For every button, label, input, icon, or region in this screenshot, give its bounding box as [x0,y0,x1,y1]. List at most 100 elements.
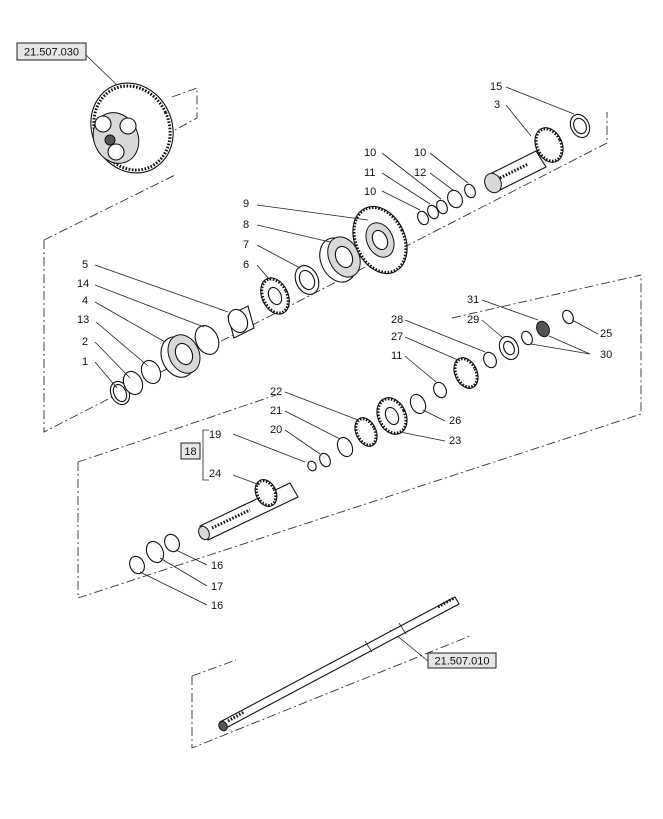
leader-22 [284,391,359,421]
leader-31 [481,299,539,321]
leader-29 [481,319,504,339]
middle-assembly-parts [129,309,574,575]
leader-17 [159,557,208,587]
frame-middle [77,274,642,599]
part-7-bushing-bore [298,269,316,291]
group-box-18[interactable]: 18 [180,442,201,460]
leader-5 [94,264,229,313]
ref-text-top: 21.507.030 [24,47,79,59]
part-9-gear-teeth [352,206,408,274]
leader-3 [505,104,532,137]
label-10a: 10 [364,147,376,159]
part-8-synchro-bore [334,245,354,269]
part-24-shaft-splines [211,508,251,530]
planet-gear-2 [119,117,137,135]
part-3-shaft-gear-teeth [534,127,564,163]
leader-lines [94,86,599,606]
part-23-gear-teeth [376,397,408,435]
part-6-gear-teeth [260,277,290,315]
part-16-ring-a [129,555,145,575]
frame-lower [191,635,471,749]
label-10b: 10 [364,186,376,198]
leader-14 [94,284,205,328]
leader-ref-top [85,54,123,91]
part-13-ring [140,359,162,385]
leader-10a [381,152,442,200]
leader-11a [381,172,431,205]
part-3-shaft-end [484,172,502,194]
leader-19 [232,433,306,463]
ref-text-bottom: 21.507.010 [434,656,489,668]
ref-box-bottom[interactable]: 21.507.010 [427,652,497,669]
planet-gear-1 [94,115,112,133]
label-10c: 10 [414,147,426,159]
leader-24 [232,474,261,486]
label-20: 20 [270,424,282,436]
long-shaft-grooves [364,622,407,653]
part-2-ring [122,370,144,396]
part-11-ring-b [433,381,447,399]
label-23: 23 [449,435,461,447]
label-30: 30 [600,349,612,361]
part-10-ring-b [436,199,448,215]
leader-10c [429,152,469,184]
part-19-pin [307,460,317,472]
leader-28 [404,319,486,353]
part-25-ring [562,309,574,325]
label-27: 27 [391,331,403,343]
group-box-text: 18 [184,446,196,458]
part-17-ring [145,540,165,564]
label-6: 6 [243,259,249,271]
part-20-ring [319,452,331,468]
leader-30 [530,335,591,355]
label-31: 31 [467,294,479,306]
part-22-gear-teeth [354,417,378,447]
label-28: 28 [391,314,403,326]
label-25: 25 [600,328,612,340]
part-3-shaft-splines [499,162,529,180]
part-30-ring [521,330,533,346]
label-15: 15 [490,81,502,93]
planet-gear-3 [107,143,125,161]
label-8: 8 [243,219,249,231]
label-21: 21 [270,405,282,417]
ref-box-top-frame [16,42,87,61]
label-16b: 16 [211,560,223,572]
ref-box-top[interactable]: 21.507.030 [16,42,87,61]
long-shaft [218,596,460,732]
part-24-shaft-end [198,525,210,541]
part-9-gear-bore [371,229,389,251]
label-3: 3 [494,99,500,111]
part-16-ring-b [164,533,180,553]
leader-23 [399,431,446,442]
part-4-bearing-bore [174,342,194,366]
label-11b: 11 [391,350,402,362]
leader-11b [404,355,437,383]
part-29-bearing-bore [503,340,515,356]
leader-6 [256,264,271,281]
part-14-snap-ring [194,325,220,355]
part-12-collar [447,189,463,209]
part-23-gear-bore [384,406,400,426]
long-shaft-body [219,596,460,730]
label-16a: 16 [211,600,223,612]
leader-12 [429,172,454,191]
part-10-ring-c [464,183,476,199]
long-shaft-end-left [218,720,228,732]
label-13: 13 [77,314,89,326]
label-26: 26 [449,415,461,427]
leader-8 [256,224,331,243]
group-box-frame [180,442,201,460]
leader-20 [284,429,321,455]
label-22: 22 [270,386,282,398]
leader-25 [571,319,599,335]
part-24-shaft [199,482,299,541]
label-2: 2 [82,336,88,348]
leader-27 [404,336,459,361]
frame-upper [43,87,608,433]
part-27-gear-teeth [453,357,479,389]
part-10-ring-a [417,210,429,226]
label-5: 5 [82,259,88,271]
label-11a: 11 [364,167,375,179]
label-12: 12 [414,167,426,179]
